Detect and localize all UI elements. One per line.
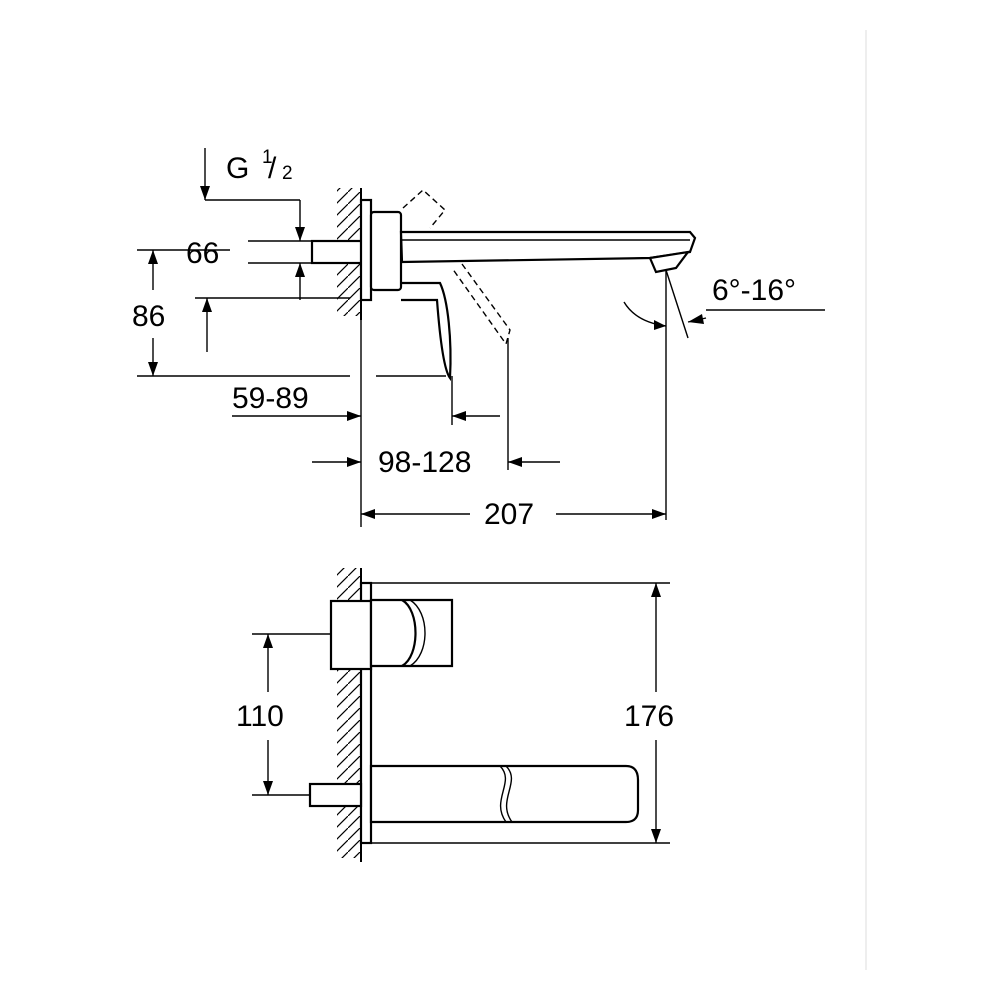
escutcheon [369,210,403,292]
mixer-block [329,599,373,671]
spout-break [499,765,507,823]
dim-176-label: 176 [624,700,674,733]
wall-plate-side [359,198,373,302]
lever-handle-alt [451,263,511,346]
dim-angle-label: 6°-16° [712,274,796,307]
spout-front [369,764,640,824]
pipe-stub-bottom [308,782,363,808]
dim-98-128-label: 98-128 [378,446,471,479]
svg-text:1: 1 [262,147,273,168]
dim-59-89-label: 59-89 [232,382,309,415]
dim-207-label: 207 [484,498,534,531]
svg-text:2: 2 [282,163,293,184]
side-view: 6°-16° G 1 / 2 66 86 [132,147,825,531]
dim-110-label: 110 [236,700,284,733]
cover-plate [359,581,373,845]
svg-text:/: / [268,152,277,185]
lever-handle-front [369,598,454,668]
lever-handle [401,281,452,382]
dim-86-label: 86 [132,300,165,333]
aerator [648,250,691,274]
lever-top-alt [402,189,446,229]
dim-66-label: 66 [186,237,219,270]
svg-text:G: G [226,152,249,185]
thread-label: G 1 / 2 [226,147,293,185]
front-view: 176 110 [236,568,674,862]
